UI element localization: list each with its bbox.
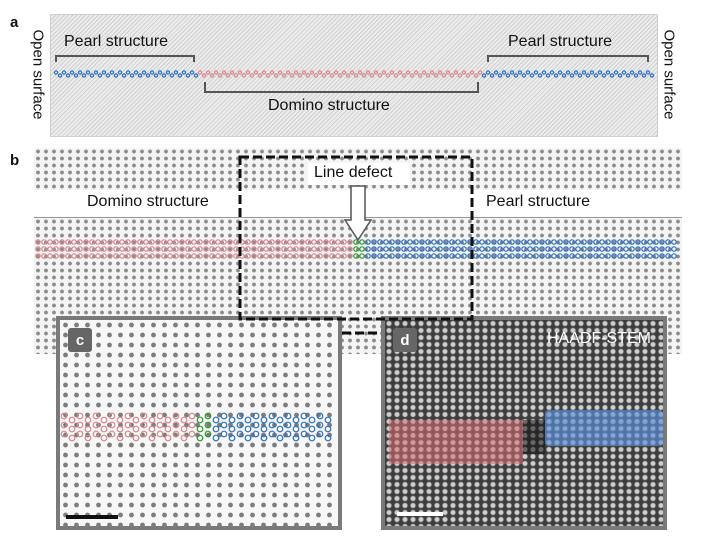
defect-overlay-d — [523, 420, 545, 454]
panel-b-letter: b — [10, 152, 20, 169]
panel-d-inset: d HAADF-STEM — [381, 316, 667, 530]
right-open-surface-label: Open surface — [660, 29, 678, 120]
domino-overlay-d — [389, 420, 523, 464]
pearl-overlay-d — [545, 410, 663, 446]
line-defect-label: Line defect — [314, 164, 393, 181]
panel-a-letter: a — [10, 14, 19, 31]
right-pearl-label: Pearl structure — [508, 33, 613, 50]
domino-label-a: Domino structure — [268, 97, 390, 114]
panel-c-inset: c — [56, 316, 342, 530]
left-open-surface-label: Open surface — [29, 29, 47, 120]
haadf-stem-label: HAADF-STEM — [547, 330, 651, 347]
scale-bar-d — [397, 512, 443, 516]
domino-label-b: Domino structure — [87, 193, 209, 210]
panel-d-letter: d — [393, 328, 417, 352]
pearl-label-b: Pearl structure — [486, 193, 591, 210]
panel-c-letter: c — [68, 328, 92, 352]
left-pearl-label: Pearl structure — [64, 33, 169, 50]
